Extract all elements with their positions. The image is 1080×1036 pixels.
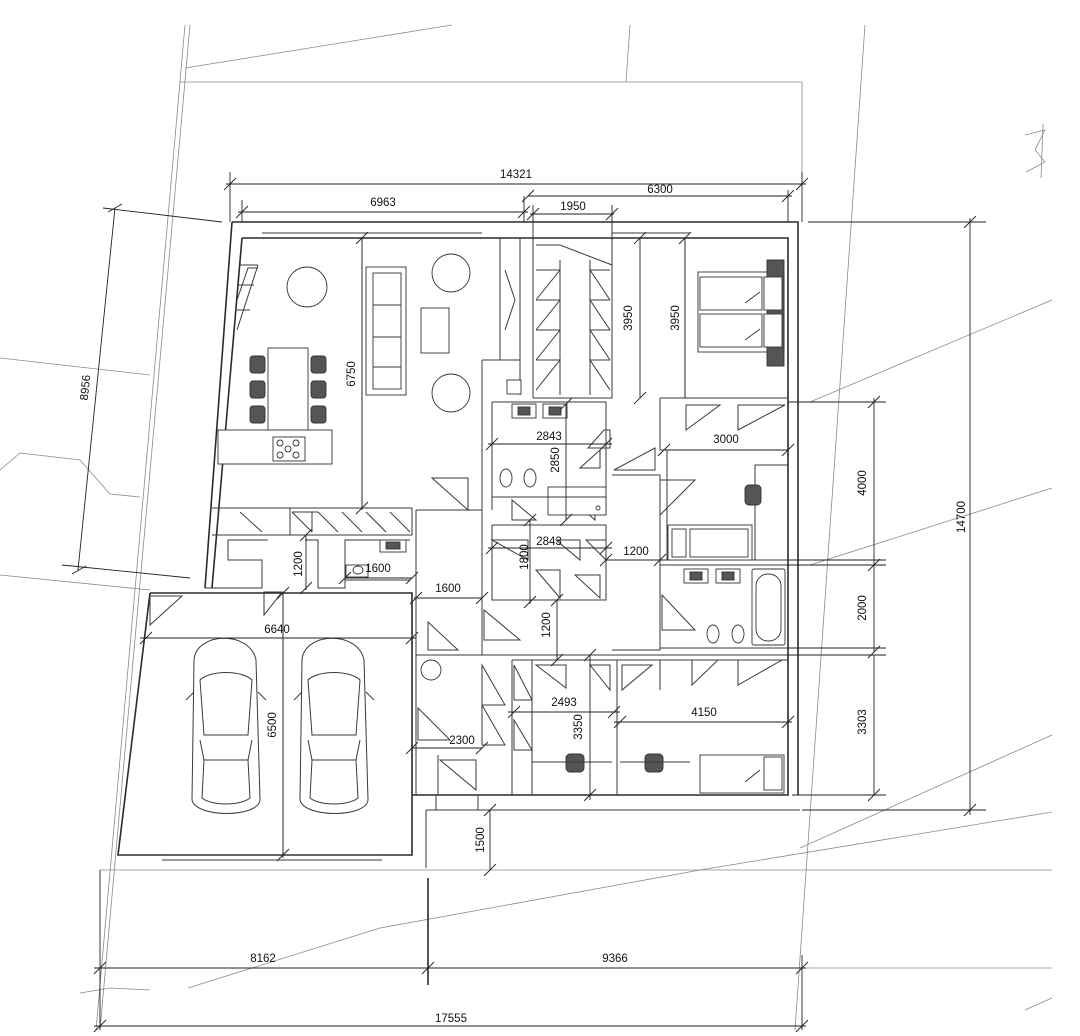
furniture — [217, 253, 786, 794]
chair-icon — [744, 484, 762, 506]
dim-bedroom2-width: 4150 — [691, 707, 717, 719]
dim-wc-width: 1600 — [365, 563, 391, 575]
dim-corridor-width: 1600 — [435, 583, 461, 595]
dim-right-wing-width: 6300 — [647, 184, 673, 196]
chair-icon — [565, 753, 585, 773]
dim-bath-width: 2843 — [536, 431, 562, 443]
dim-storage-width: 2300 — [449, 735, 475, 747]
dim-wardrobe-depth: 3950 — [623, 305, 635, 331]
dim-closet-width: 1200 — [623, 546, 649, 558]
dim-bath-depth: 2850 — [550, 447, 562, 473]
dim-overall-width-top: 14321 — [500, 169, 532, 181]
dim-left-wing-width: 6963 — [370, 197, 396, 209]
dim-right-depth-lower: 3303 — [857, 709, 869, 735]
car-icon — [185, 637, 267, 814]
car-icon — [293, 637, 375, 814]
toilet-icon — [523, 468, 537, 488]
dim-site-right: 9366 — [602, 953, 628, 965]
dim-right-depth-middle: 2000 — [857, 595, 869, 621]
dim-bedroom3-width: 2493 — [551, 697, 577, 709]
dim-ensuite-width: 3000 — [713, 434, 739, 446]
dim-garage-depth: 6500 — [267, 712, 279, 738]
armchair-icon — [431, 373, 471, 413]
dimension-labels: 14321 6963 6300 1950 8956 3950 3950 6750… — [79, 169, 968, 1025]
dim-wardrobe-width: 1950 — [560, 201, 586, 213]
dim-entry-depth: 1500 — [475, 827, 487, 853]
toilet-icon — [499, 468, 513, 488]
toilet-icon — [706, 624, 720, 644]
dim-left-side-depth: 8956 — [79, 374, 94, 401]
dim-garage-width: 6640 — [264, 624, 290, 636]
garage-cars — [185, 637, 375, 814]
dim-site-total: 17555 — [435, 1013, 467, 1025]
dim-bedroom3-depth: 3350 — [573, 714, 585, 740]
boiler-icon — [420, 659, 442, 681]
chair-icon — [644, 753, 664, 773]
dim-hall-depth: 1200 — [541, 612, 553, 638]
toilet-icon — [731, 624, 745, 644]
dim-right-depth-upper: 4000 — [857, 470, 869, 496]
round-table-icon — [286, 266, 328, 308]
dim-master-bedroom-depth: 3950 — [670, 305, 682, 331]
dim-bath2-width: 2843 — [536, 536, 562, 548]
dim-laundry-depth: 1200 — [293, 551, 305, 577]
dim-overall-depth-right: 14700 — [956, 501, 968, 533]
walk-in-wardrobe — [504, 244, 613, 395]
dim-site-left: 8162 — [250, 953, 276, 965]
armchair-icon — [431, 253, 471, 293]
dim-living-depth: 6750 — [346, 361, 358, 387]
dimension-lines — [61, 172, 986, 1033]
dim-bath2-depth: 1800 — [519, 544, 531, 570]
